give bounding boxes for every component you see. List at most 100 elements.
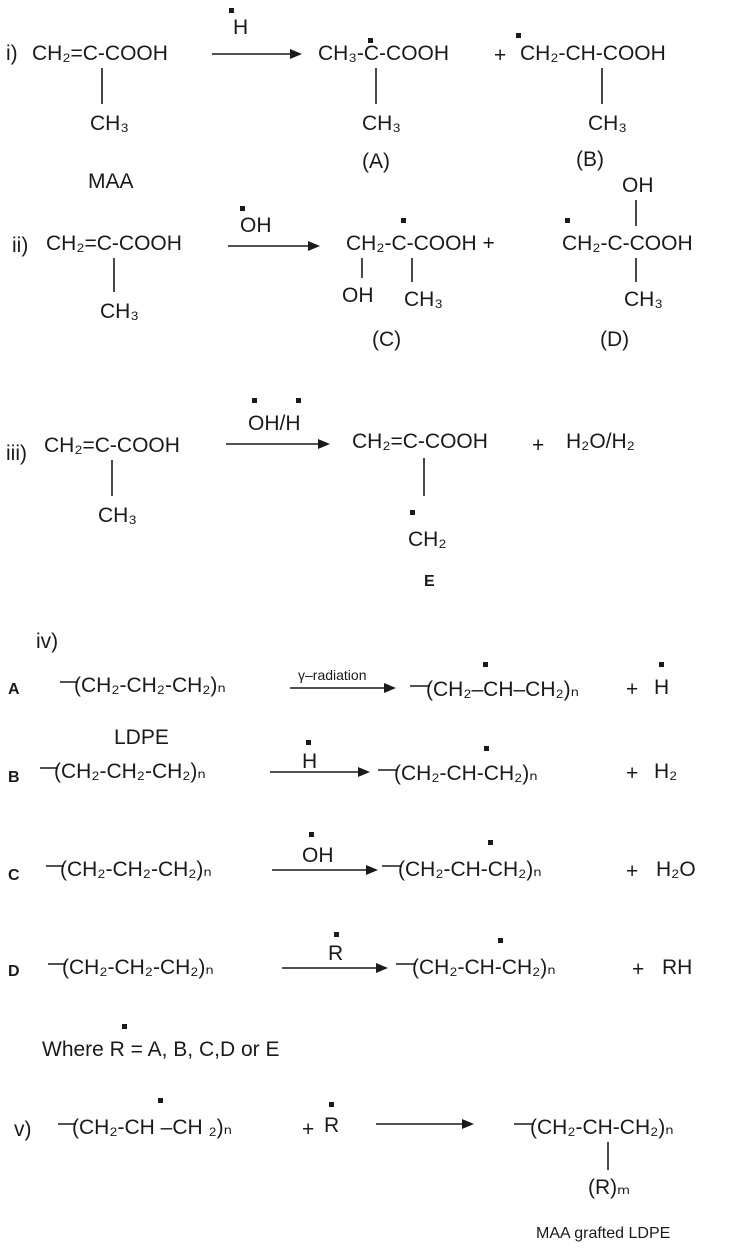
reaction-iv-b: B (CH₂-CH₂-CH₂)ₙ H (CH₂-CH-CH₂)ₙ + H₂ (8, 740, 677, 786)
radical-dot (516, 33, 521, 38)
reaction-iii-reagent: OH/H (248, 412, 301, 435)
reaction-v: v) (CH₂-CH –CH ₂)ₙ + R (CH₂-CH-CH₂)ₙ (R)… (14, 1098, 674, 1242)
reaction-i-product-a-methyl: CH₃ (362, 112, 401, 135)
reaction-iv-c-reagent: OH (302, 844, 334, 867)
radical-dot (410, 510, 415, 515)
reaction-ii-label: ii) (12, 234, 28, 257)
reaction-iv-a: A (CH₂-CH₂-CH₂)ₙ LDPE γ–radiation (CH₂–C… (8, 662, 669, 749)
reaction-iii-reactant: CH₂=C-COOH (44, 434, 180, 457)
radical-dot (306, 740, 311, 745)
radical-dot (483, 662, 488, 667)
reaction-iv-c-letter: C (8, 867, 20, 884)
reaction-iv-b-letter: B (8, 769, 20, 786)
reaction-iii-product-label: E (424, 573, 435, 590)
reaction-iv-b-byproduct: H₂ (654, 760, 677, 783)
reaction-iv-a-reagent: γ–radiation (298, 667, 367, 683)
arrow-head (376, 963, 388, 973)
reaction-v-reactant: (CH₂-CH –CH ₂)ₙ (72, 1116, 232, 1139)
reaction-ii-product-c-label: (C) (372, 328, 401, 351)
reaction-ii: ii) CH₂=C-COOH CH₃ OH CH₂-C-COOH + OH CH… (12, 174, 693, 351)
radical-dot (334, 932, 339, 937)
reaction-i-label: i) (6, 42, 18, 65)
reaction-ii-product-d: CH₂-C-COOH (562, 232, 693, 255)
reaction-iv-d: D (CH₂-CH₂-CH₂)ₙ R (CH₂-CH-CH₂)ₙ + RH (8, 932, 692, 981)
reaction-ii-product-d-hydroxyl: OH (622, 174, 654, 197)
reaction-iv-a-reactant: (CH₂-CH₂-CH₂)ₙ (74, 674, 226, 697)
reaction-ii-product-c-hydroxyl: OH (342, 284, 374, 307)
radical-dot (498, 938, 503, 943)
reaction-iv-label: iv) (36, 630, 58, 653)
reaction-i-product-a-label: (A) (362, 150, 390, 173)
reaction-iv-c-plus: + (626, 860, 638, 883)
reaction-ii-product-d-methyl: CH₃ (624, 288, 663, 311)
reaction-iv-d-byproduct: RH (662, 956, 692, 979)
reaction-iv-b-product: (CH₂-CH-CH₂)ₙ (394, 762, 538, 785)
reaction-iv-d-reagent: R (328, 942, 343, 965)
reaction-iv-note: Where R = A, B, C,D or E (42, 1038, 280, 1061)
reaction-iv-d-plus: + (632, 958, 644, 981)
reaction-iii: iii) CH₂=C-COOH CH₃ OH/H CH₂=C-COOH + H₂… (6, 398, 635, 590)
reaction-ii-reactant: CH₂=C-COOH (46, 232, 182, 255)
reaction-iv: iv) A (CH₂-CH₂-CH₂)ₙ LDPE γ–radiation (C… (8, 630, 696, 1061)
reaction-iii-product-radical: CH₂ (408, 528, 446, 551)
reaction-i-product-b-methyl: CH₃ (588, 112, 627, 135)
reaction-ii-product-c-methyl: CH₃ (404, 288, 443, 311)
radical-dot (309, 832, 314, 837)
arrow-head (462, 1119, 474, 1129)
reaction-iii-plus: + (532, 434, 544, 457)
reaction-i-reactant-methyl: CH₃ (90, 112, 129, 135)
arrow-head (290, 49, 302, 59)
reaction-iii-reactant-methyl: CH₃ (98, 504, 137, 527)
reaction-iii-product: CH₂=C-COOH (352, 430, 488, 453)
reaction-i-reactant-name: MAA (88, 170, 134, 193)
reaction-v-plus: + (302, 1118, 314, 1141)
radical-dot (368, 38, 373, 43)
radical-dot (252, 398, 257, 403)
reaction-i-plus: + (494, 44, 506, 67)
radical-dot (488, 840, 493, 845)
radical-dot (484, 746, 489, 751)
reaction-v-product-sidechain: (R)ₘ (588, 1176, 630, 1199)
arrow-head (384, 683, 396, 693)
radical-dot (659, 662, 664, 667)
radical-dot (229, 8, 234, 13)
arrow-head (318, 439, 330, 449)
radical-dot (401, 218, 406, 223)
radical-dot (240, 206, 245, 211)
reaction-v-label: v) (14, 1118, 32, 1141)
reaction-ii-reagent: OH (240, 214, 272, 237)
reaction-i-reagent: H (233, 16, 248, 39)
reaction-ii-product-d-label: (D) (600, 328, 629, 351)
arrow-head (308, 241, 320, 251)
reaction-v-product-name: MAA grafted LDPE (536, 1225, 670, 1242)
reaction-iv-a-product: (CH₂–CH–CH₂)ₙ (426, 678, 579, 701)
reaction-iv-a-letter: A (8, 681, 20, 698)
reaction-iv-b-plus: + (626, 762, 638, 785)
reaction-iv-d-letter: D (8, 963, 20, 980)
reaction-iv-a-reactant-name: LDPE (114, 726, 169, 749)
reaction-iv-a-plus: + (626, 678, 638, 701)
reaction-iii-byproduct: H₂O/H₂ (566, 430, 635, 453)
radical-dot (296, 398, 301, 403)
reaction-i: i) CH₂=C-COOH CH₃ MAA H CH₃-C-COOH CH₃ (… (6, 8, 666, 193)
reaction-iv-c-product: (CH₂-CH-CH₂)ₙ (398, 858, 542, 881)
reaction-iv-b-reagent: H (302, 750, 317, 773)
reaction-v-product: (CH₂-CH-CH₂)ₙ (530, 1116, 674, 1139)
reaction-iv-d-product: (CH₂-CH-CH₂)ₙ (412, 956, 556, 979)
arrow-head (366, 865, 378, 875)
reaction-i-product-b: CH₂-CH-COOH (520, 42, 666, 65)
radical-dot (329, 1102, 334, 1107)
reaction-iv-c-reactant: (CH₂-CH₂-CH₂)ₙ (60, 858, 212, 881)
arrow-head (358, 767, 370, 777)
reaction-i-product-b-label: (B) (576, 148, 604, 171)
reaction-i-reactant: CH₂=C-COOH (32, 42, 168, 65)
reaction-ii-product-c: CH₂-C-COOH + (346, 232, 495, 255)
reaction-iv-b-reactant: (CH₂-CH₂-CH₂)ₙ (54, 760, 206, 783)
reaction-iv-c-byproduct: H₂O (656, 858, 696, 881)
reaction-iv-a-byproduct: H (654, 676, 669, 699)
reaction-iii-label: iii) (6, 442, 27, 465)
reaction-iv-c: C (CH₂-CH₂-CH₂)ₙ OH (CH₂-CH-CH₂)ₙ + H₂O (8, 832, 696, 884)
radical-dot (122, 1024, 127, 1029)
reaction-iv-d-reactant: (CH₂-CH₂-CH₂)ₙ (62, 956, 214, 979)
